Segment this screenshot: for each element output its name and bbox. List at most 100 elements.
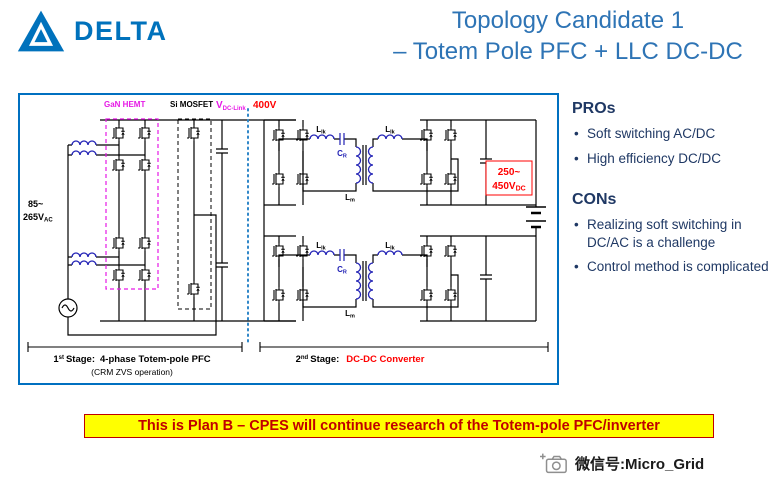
pros-item: Soft switching AC/DC	[572, 125, 772, 143]
mosfet-icon	[111, 266, 126, 284]
input-voltage-label-line1: 85~	[28, 199, 43, 209]
cons-heading: CONs	[572, 191, 617, 209]
mosfet-icon	[295, 242, 310, 260]
mosfet-icon	[137, 266, 152, 284]
si-mosfet-label: Si MOSFET	[170, 100, 213, 109]
gan-hemt-label: GaN HEMT	[104, 100, 145, 109]
llk-label: Llk	[385, 241, 395, 252]
mosfet-icon	[137, 234, 152, 252]
mosfet-icon	[186, 124, 201, 142]
delta-triangle-icon	[17, 10, 65, 52]
mosfet-icon	[443, 170, 458, 188]
leakage-inductor-icon	[377, 134, 403, 140]
mosfet-icon	[111, 234, 126, 252]
pros-heading: PROs	[572, 100, 616, 117]
mosfet-icon	[419, 286, 434, 304]
cr-label: CR	[337, 149, 347, 160]
mosfet-icon	[137, 124, 152, 142]
mosfet-icon	[271, 170, 286, 188]
inductor-icon	[71, 260, 97, 266]
si-mosfet-box	[177, 118, 212, 310]
transformer-secondary-winding	[367, 262, 374, 300]
wechat-id-text: 微信号:Micro_Grid	[575, 455, 705, 473]
llc-converter-bottom: Llk Llk CR Lm	[264, 235, 536, 322]
mosfet-icon	[443, 242, 458, 260]
transformer-primary-winding	[355, 262, 362, 300]
dc-link-capacitor-icon	[216, 148, 228, 268]
mosfet-icon	[295, 170, 310, 188]
ac-source-icon	[58, 298, 78, 318]
svg-text:250~: 250~	[498, 167, 521, 178]
mosfet-icon	[419, 126, 434, 144]
circuit-diagram-frame: Llk Llk CR Lm	[18, 93, 559, 385]
transformer-core	[362, 261, 367, 301]
resonant-capacitor-icon	[339, 133, 345, 145]
mosfet-icon	[111, 124, 126, 142]
svg-text:450VDC: 450VDC	[492, 181, 525, 193]
brand-text: DELTA	[74, 15, 168, 46]
slide-title-line1: Topology Candidate 1	[451, 7, 685, 34]
mosfet-icon	[443, 126, 458, 144]
mosfet-icon	[271, 242, 286, 260]
mosfet-icon	[137, 156, 152, 174]
stage-span-lines	[27, 342, 549, 352]
llk-label: Llk	[316, 241, 326, 252]
cons-section: CONs Realizing soft switching in DC/AC i…	[572, 191, 772, 276]
pros-section: PROs Soft switching AC/DC High efficienc…	[572, 100, 772, 167]
si-mosfet-switches	[177, 118, 212, 310]
lm-label: Lm	[345, 309, 355, 320]
mosfet-icon	[271, 286, 286, 304]
output-capacitor-icon	[480, 274, 492, 280]
transformer-primary-winding	[355, 146, 362, 184]
pros-cons-panel: PROs Soft switching AC/DC High efficienc…	[572, 100, 772, 300]
cons-list: Realizing soft switching in DC/AC is a c…	[572, 216, 772, 276]
gan-hemt-switches	[105, 118, 159, 290]
wechat-footer: 微信号:Micro_Grid	[540, 451, 704, 475]
inductor-icon	[71, 252, 97, 258]
llk-label: Llk	[316, 125, 326, 136]
input-voltage-label-line2: 265VAC	[23, 212, 53, 224]
mosfet-icon	[186, 280, 201, 298]
slide-title-line2: – Totem Pole PFC + LLC DC-DC	[393, 37, 743, 65]
llc-converter-top: Llk Llk CR Lm	[264, 119, 536, 206]
cons-item: Control method is complicated	[572, 258, 772, 276]
stage1-span	[27, 342, 243, 352]
vdclink-label: VDC-Link	[216, 100, 246, 112]
vdc-400v-label: 400V	[253, 100, 277, 111]
resonant-inductor-icon	[309, 250, 335, 256]
resonant-capacitor-icon	[339, 249, 345, 261]
plan-b-banner: This is Plan B – CPES will continue rese…	[84, 414, 714, 438]
mosfet-icon	[295, 126, 310, 144]
circuit-diagram: Llk Llk CR Lm	[23, 100, 549, 377]
cons-item: Realizing soft switching in DC/AC is a c…	[572, 216, 772, 251]
output-voltage-label: 250~ 450VDC	[485, 160, 533, 196]
resonant-inductor-icon	[309, 134, 335, 140]
transformer-core	[362, 145, 367, 185]
gan-hemt-box	[105, 118, 159, 290]
mosfet-icon	[295, 286, 310, 304]
inductor-icon	[71, 140, 97, 146]
input-inductor-icons	[71, 140, 97, 266]
pfc-stage-wires	[67, 119, 296, 336]
leakage-inductor-icon	[377, 250, 403, 256]
mosfet-icon	[271, 126, 286, 144]
stage2-span	[259, 342, 549, 352]
pros-item: High efficiency DC/DC	[572, 150, 772, 168]
mosfet-icon	[419, 242, 434, 260]
mosfet-icon	[443, 286, 458, 304]
pros-list: Soft switching AC/DC High efficiency DC/…	[572, 125, 772, 167]
delta-logo: DELTA	[16, 8, 167, 54]
camera-icon	[540, 453, 567, 474]
battery-icon	[526, 206, 546, 229]
output-bus	[526, 120, 546, 321]
cr-label: CR	[337, 265, 347, 276]
transformer-secondary-winding	[367, 146, 374, 184]
lm-label: Lm	[345, 193, 355, 204]
slide-title: Topology Candidate 1 – Totem Pole PFC + …	[368, 6, 768, 67]
stage1-sublabel: (CRM ZVS operation)	[91, 367, 173, 377]
mosfet-icon	[111, 156, 126, 174]
llk-label: Llk	[385, 125, 395, 136]
